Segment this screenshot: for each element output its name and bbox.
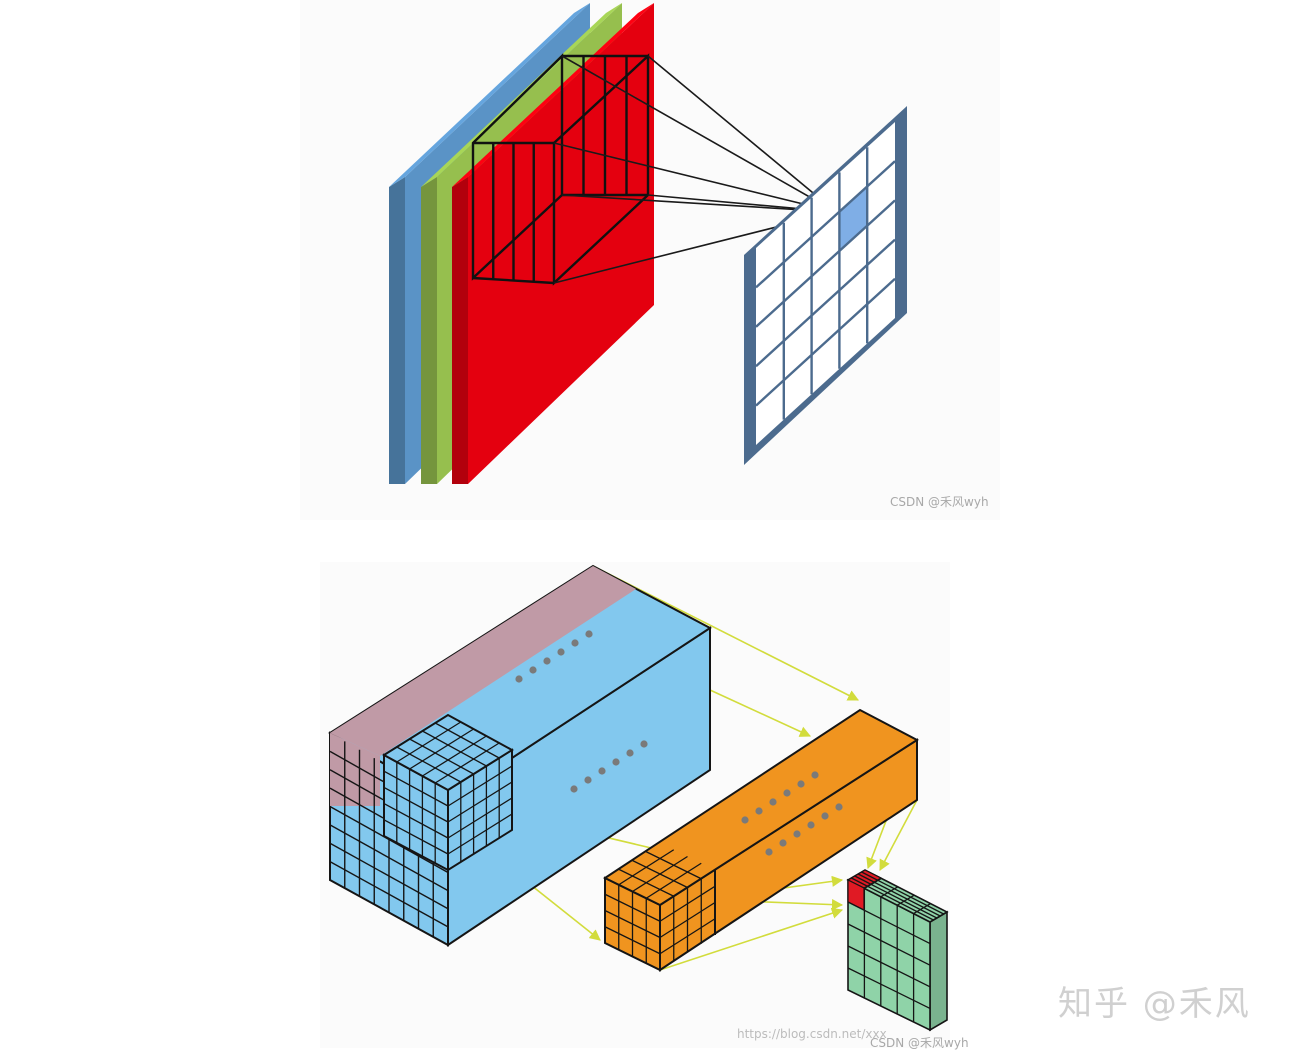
input-kernel-grid-line bbox=[383, 819, 449, 855]
input-grid-line bbox=[329, 842, 449, 910]
input-kernel-grid-line bbox=[409, 738, 474, 775]
input-kernel-grid-line bbox=[383, 786, 449, 823]
ellipsis-dot bbox=[515, 675, 523, 683]
input-kernel-grid-line bbox=[422, 735, 487, 777]
input-grid-line bbox=[329, 824, 449, 892]
projection-arrow bbox=[659, 907, 844, 971]
output-grid-line bbox=[755, 199, 896, 328]
input-kernel-grid-line bbox=[383, 803, 449, 839]
projection-arrow bbox=[879, 799, 918, 871]
output-grid-line bbox=[755, 238, 896, 368]
input-kernel-grid-line bbox=[434, 742, 500, 784]
channel-red-top bbox=[452, 3, 654, 187]
input-volume-top-strip bbox=[330, 566, 636, 756]
input-kernel-grid-line bbox=[409, 728, 474, 770]
ellipsis-dot bbox=[585, 630, 593, 638]
input-kernel-grid-line bbox=[422, 730, 487, 767]
ellipsis-dot bbox=[570, 785, 578, 793]
input-kernel-grid-line bbox=[396, 746, 462, 783]
output-highlight-cell bbox=[839, 186, 868, 251]
ellipsis-dot bbox=[543, 657, 551, 665]
output-grid-line bbox=[847, 967, 931, 1009]
input-kernel-grid-line bbox=[447, 781, 513, 823]
ellipsis-dot bbox=[783, 789, 791, 797]
output-grid-line bbox=[755, 160, 896, 289]
input-grid-line bbox=[329, 861, 449, 928]
input-kernel-grid-line bbox=[447, 813, 513, 855]
input-kernel-grid-line bbox=[447, 765, 513, 807]
kernel-volume-grid-line bbox=[645, 862, 702, 899]
ellipsis-dot bbox=[741, 816, 749, 824]
ellipsis-dot bbox=[765, 848, 773, 856]
input-volume-front-strip bbox=[330, 733, 380, 806]
channel-red-front bbox=[468, 3, 654, 484]
output-grid-line bbox=[847, 923, 931, 966]
ellipsis-dot bbox=[755, 807, 763, 815]
ellipsis-dot bbox=[640, 740, 648, 748]
zhihu-watermark: 知乎 @禾风 bbox=[1058, 984, 1251, 1024]
projection-arrow bbox=[709, 689, 812, 737]
ellipsis-dot bbox=[529, 666, 537, 674]
input-kernel-grid-line bbox=[434, 722, 500, 759]
output-grid-line bbox=[847, 945, 931, 988]
output-grid-side bbox=[929, 910, 948, 1032]
url-watermark-bottom: https://blog.csdn.net/xxx bbox=[737, 1027, 887, 1041]
channel-blue-side bbox=[389, 177, 405, 484]
output-grid-line bbox=[857, 873, 941, 917]
channel-red-side bbox=[452, 177, 468, 484]
kernel-volume bbox=[602, 708, 919, 972]
projection-line bbox=[561, 55, 837, 213]
kernel-volume-top bbox=[602, 708, 919, 907]
input-kernel-grid-line bbox=[383, 770, 449, 807]
output-grid bbox=[846, 869, 949, 1032]
output-grid-line bbox=[861, 871, 944, 915]
ellipsis-dot bbox=[779, 839, 787, 847]
output-grid-line bbox=[851, 877, 934, 921]
kernel-volume-grid-line bbox=[604, 909, 661, 939]
ellipsis-dot bbox=[571, 639, 579, 647]
ellipsis-dot bbox=[769, 798, 777, 806]
ellipsis-dot bbox=[811, 771, 819, 779]
ellipsis-dot bbox=[598, 767, 606, 775]
ellipsis-dots bbox=[515, 630, 843, 856]
projection-line bbox=[647, 55, 837, 213]
output-grid-line bbox=[755, 277, 896, 407]
kernel-volume-grid-line bbox=[659, 918, 716, 955]
projection-line bbox=[553, 142, 837, 213]
ellipsis-dot bbox=[807, 821, 815, 829]
ellipsis-dot bbox=[835, 803, 843, 811]
channel-blue-top bbox=[389, 3, 590, 187]
output-grid-line bbox=[847, 901, 931, 945]
input-kernel-grid-line bbox=[396, 721, 462, 763]
input-kernel-cube-top bbox=[382, 713, 514, 792]
output-grid-line bbox=[854, 875, 938, 919]
ellipsis-dot bbox=[612, 758, 620, 766]
ellipsis-dot bbox=[626, 749, 634, 757]
kernel-volume-grid-line bbox=[604, 926, 661, 955]
input-volume bbox=[328, 564, 712, 947]
kernel-volume-grid-line bbox=[645, 851, 702, 880]
projection-line bbox=[561, 194, 837, 213]
csdn-watermark-top: CSDN @禾风wyh bbox=[890, 495, 989, 509]
ellipsis-dot bbox=[821, 812, 829, 820]
input-kernel-grid-line bbox=[447, 797, 513, 839]
csdn-watermark-bottom: CSDN @禾风wyh bbox=[870, 1036, 969, 1050]
output-grid-line bbox=[913, 903, 931, 915]
kernel-volume-grid-line bbox=[632, 855, 688, 893]
ellipsis-dot bbox=[797, 780, 805, 788]
ellipsis-dot bbox=[557, 648, 565, 656]
channel-green-side bbox=[421, 177, 437, 484]
ellipsis-dot bbox=[793, 830, 801, 838]
ellipsis-dot bbox=[584, 776, 592, 784]
kernel-volume-grid-line bbox=[659, 901, 716, 939]
input-channel-red bbox=[452, 3, 654, 484]
output-feature-map bbox=[744, 106, 907, 465]
